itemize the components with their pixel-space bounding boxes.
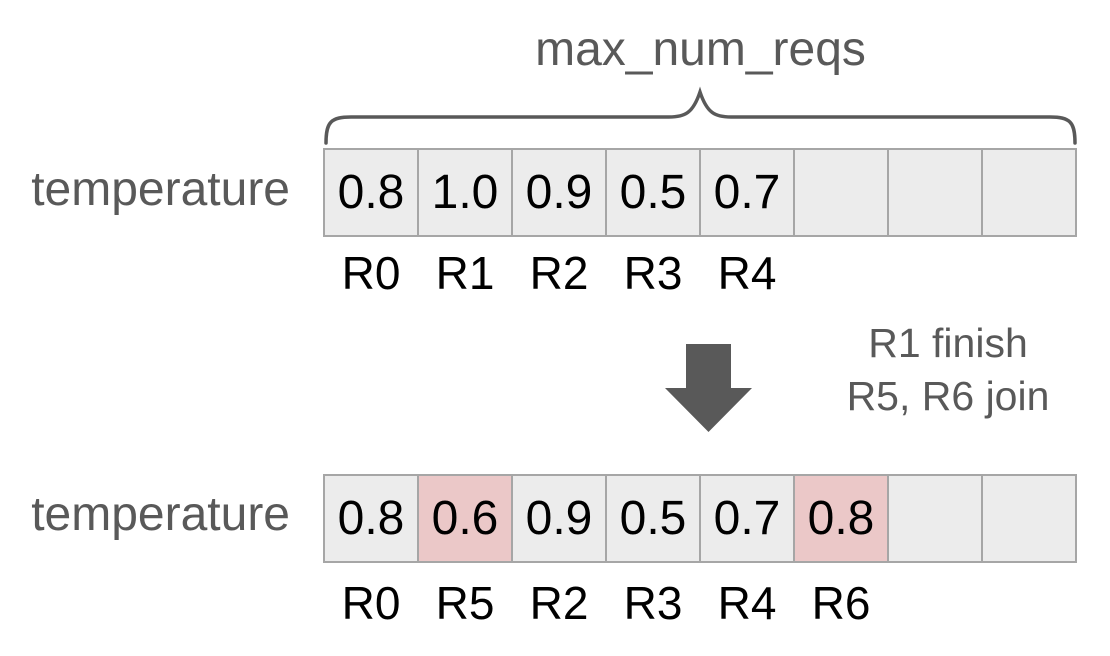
max-num-reqs-label: max_num_reqs xyxy=(535,23,866,76)
array-cell: 0.9 xyxy=(513,476,605,561)
request-label: R0 xyxy=(341,247,401,299)
array-cell-highlighted: 0.6 xyxy=(419,476,511,561)
request-label: R4 xyxy=(717,247,777,299)
request-label: R5 xyxy=(435,577,495,629)
request-label: R3 xyxy=(623,577,683,629)
down-arrow-shape xyxy=(665,344,752,432)
array-cell: 0.8 xyxy=(325,476,417,561)
request-label: R4 xyxy=(717,577,777,629)
array-cell: 0.5 xyxy=(607,476,699,561)
array-cell-highlighted: 0.8 xyxy=(795,476,887,561)
transition-line-2: R5, R6 join xyxy=(846,373,1050,419)
request-label: R2 xyxy=(529,247,589,299)
temperature-label-bottom: temperature xyxy=(31,488,290,541)
array-cell xyxy=(983,476,1075,561)
temperature-label-top: temperature xyxy=(31,163,290,216)
request-label: R3 xyxy=(623,247,683,299)
array-cell: 0.5 xyxy=(607,150,699,235)
array-cell: 0.7 xyxy=(701,476,793,561)
array-cell xyxy=(889,150,981,235)
transition-note: R1 finish R5, R6 join xyxy=(813,317,1083,423)
request-label: R2 xyxy=(529,577,589,629)
request-labels-bottom: R0 R5 R2 R3 R4 R6 xyxy=(323,578,1077,628)
array-cell: 0.8 xyxy=(325,150,417,235)
request-label: R6 xyxy=(811,577,871,629)
request-labels-top: R0 R1 R2 R3 R4 xyxy=(323,248,1077,298)
curly-brace xyxy=(324,86,1077,145)
array-cell: 0.7 xyxy=(701,150,793,235)
request-label: R0 xyxy=(341,577,401,629)
array-cell: 1.0 xyxy=(419,150,511,235)
array-cell xyxy=(889,476,981,561)
down-arrow-icon xyxy=(665,344,752,432)
request-label: R1 xyxy=(435,247,495,299)
curly-brace-path xyxy=(324,86,1077,145)
transition-line-1: R1 finish xyxy=(868,320,1028,366)
array-cell: 0.9 xyxy=(513,150,605,235)
array-cell xyxy=(795,150,887,235)
array-cell xyxy=(983,150,1075,235)
